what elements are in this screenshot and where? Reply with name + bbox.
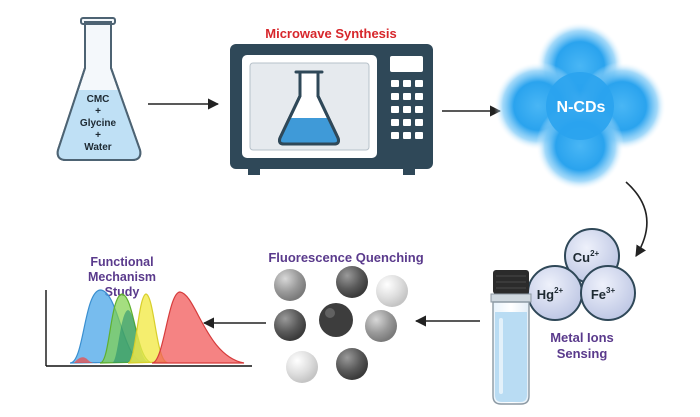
flask-plus-1: + [95,106,101,117]
svg-text:Fe3+: Fe3+ [591,286,616,302]
ion-cu-symbol: Cu [573,250,590,265]
quenched-dot-3 [376,275,408,307]
microwave-oven: Microwave Synthesis [230,26,433,175]
ion-fe-symbol: Fe [591,287,606,302]
microwave-synthesis-title: Microwave Synthesis [265,26,397,41]
flask-cmc-label: CMC [87,94,110,105]
quenched-dot-7 [286,351,318,383]
quenched-dot-4 [274,309,306,341]
quenched-dot-2 [336,266,368,298]
metal-ions-cluster: Cu2+ Hg2+ Fe3+ [527,228,636,321]
ion-hg-symbol: Hg [537,287,554,302]
microwave-flask-icon [278,70,340,146]
quenched-dot-8 [336,348,368,380]
spectrum-red [151,291,245,364]
mechanism-line-1: Functional [90,255,153,269]
sample-vial [490,270,532,405]
svg-text:Cu2+: Cu2+ [573,249,600,265]
ion-cu-charge: 2+ [590,249,599,258]
flask-glycine-label: Glycine [80,118,117,129]
reagent-flask: CMC + Glycine + Water [56,17,142,161]
metal-ions-label: Metal Ions [550,330,614,345]
ion-iron [580,265,636,321]
carbon-dot-center [546,72,614,140]
quenched-dot-1 [274,269,306,301]
carbon-dots-cluster: N-CDs [494,22,666,190]
mechanism-line-2: Mechanism [88,270,156,284]
n-cds-label: N-CDs [557,99,606,116]
quenched-dots-cluster [274,266,408,383]
fluorescence-quenching-title: Fluorescence Quenching [268,250,423,265]
flask-plus-2: + [95,130,101,141]
quenched-dot-5 [319,303,353,337]
svg-text:Hg2+: Hg2+ [537,286,564,302]
emission-spectra-plot [45,289,252,367]
arrow-dots-to-sensing [625,181,648,257]
flask-water-label: Water [84,142,112,153]
quenched-dot-6 [365,310,397,342]
ion-hg-charge: 2+ [554,286,563,295]
microwave-keypad [391,80,423,139]
ion-fe-charge: 3+ [606,286,615,295]
sensing-label: Sensing [557,346,608,361]
spectrum-red-small [74,357,100,364]
mechanism-line-3: Study [105,285,140,299]
